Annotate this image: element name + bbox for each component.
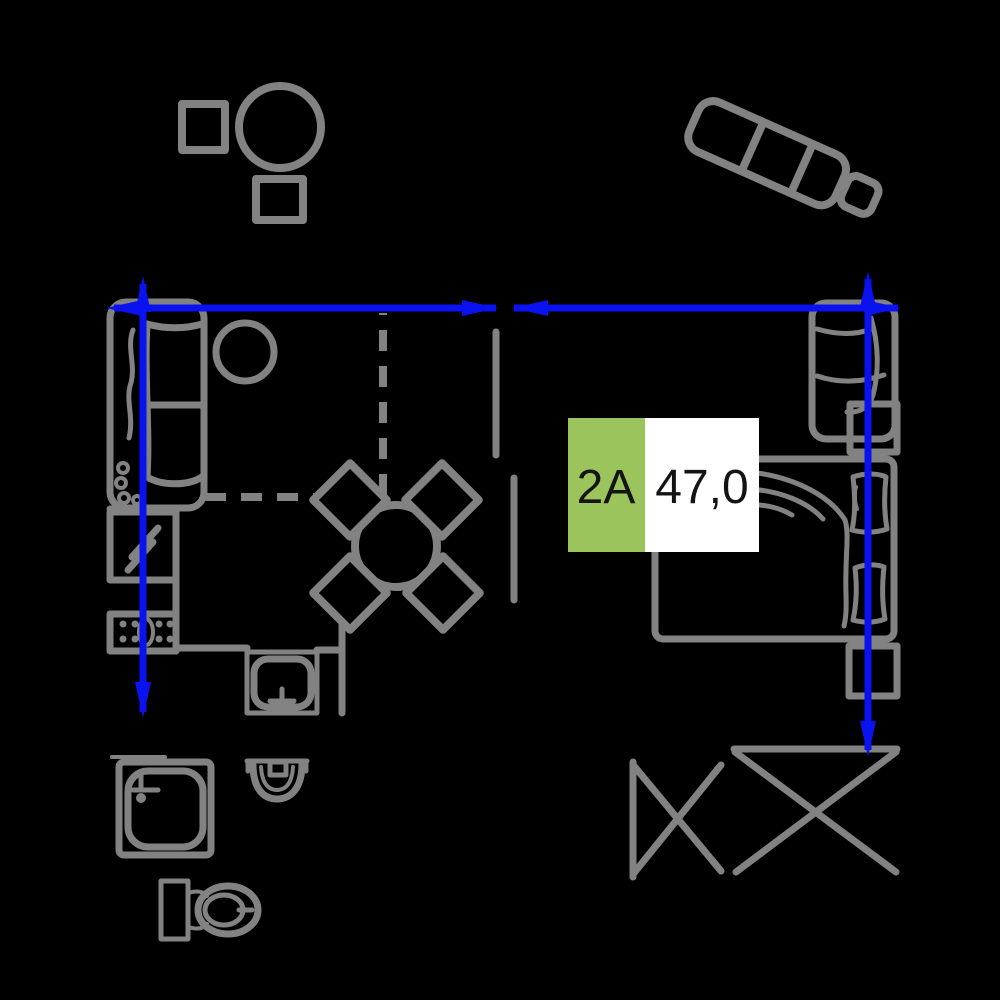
armchair-side-curve bbox=[844, 315, 880, 415]
nightstand-bottom bbox=[845, 642, 901, 700]
burner bbox=[119, 620, 127, 628]
burner bbox=[155, 620, 163, 628]
vent-shafts bbox=[629, 745, 901, 881]
arrowhead-right bbox=[462, 300, 498, 316]
burner bbox=[166, 620, 174, 628]
wall-segments bbox=[492, 328, 518, 604]
burner bbox=[166, 635, 174, 643]
unit-code-box bbox=[568, 418, 645, 552]
sofa-detail bbox=[117, 491, 131, 505]
unit-code-text: 2A bbox=[577, 461, 636, 514]
basin-faucet bbox=[267, 759, 289, 778]
sink-faucet-cross bbox=[267, 686, 297, 715]
sofa-detail bbox=[114, 476, 128, 490]
dashed-partition-line bbox=[205, 313, 387, 501]
burner bbox=[131, 620, 139, 628]
chaise-lounge bbox=[684, 97, 883, 218]
vent-shaft-symbol bbox=[730, 745, 901, 876]
sofa-detail bbox=[116, 461, 130, 475]
arrowhead-left bbox=[106, 300, 142, 316]
kitchen-sink bbox=[244, 649, 320, 716]
sofa-cushion-top bbox=[143, 320, 206, 332]
unit-label: 2A 47,0 bbox=[568, 418, 759, 552]
burner bbox=[131, 635, 139, 643]
washbasin bbox=[244, 758, 310, 803]
stool-table-set bbox=[178, 82, 325, 224]
shower-faucet bbox=[130, 772, 161, 793]
chaise-divider bbox=[787, 141, 816, 196]
pillow bbox=[850, 562, 888, 625]
toilet bbox=[158, 878, 262, 942]
basin-bowl bbox=[249, 760, 306, 803]
dining-chair bbox=[401, 459, 483, 541]
pillow-crease bbox=[852, 485, 859, 511]
armchair-back-line bbox=[814, 326, 874, 336]
sofa bbox=[106, 298, 208, 512]
chaise-footrest bbox=[836, 172, 883, 218]
stool-square bbox=[252, 175, 307, 224]
shower-frame bbox=[115, 758, 215, 859]
round-table-small bbox=[235, 82, 325, 172]
arrowhead-down bbox=[135, 682, 151, 718]
shower-drain bbox=[136, 793, 146, 803]
dining-set bbox=[309, 459, 484, 634]
vent-shaft-symbol bbox=[629, 758, 725, 881]
pillow bbox=[849, 471, 890, 535]
bathroom bbox=[110, 755, 310, 942]
unit-area-box bbox=[645, 418, 759, 552]
dimension-lines bbox=[106, 271, 901, 757]
sofa-cushion-bottom bbox=[143, 473, 206, 488]
basin-inner bbox=[259, 765, 295, 792]
blanket-fold bbox=[747, 469, 850, 629]
stool-square bbox=[178, 100, 229, 154]
arrowhead-left bbox=[512, 300, 548, 316]
dining-chair bbox=[309, 552, 391, 634]
nightstand-top bbox=[846, 400, 901, 456]
side-table bbox=[212, 319, 278, 385]
arrowhead-up bbox=[860, 271, 876, 307]
toilet-tank bbox=[158, 878, 191, 942]
burner bbox=[119, 635, 127, 643]
sofa-back-fold bbox=[126, 327, 136, 441]
dining-table bbox=[351, 501, 441, 591]
shower-tray bbox=[124, 767, 207, 851]
toilet-bowl bbox=[194, 882, 262, 938]
dining-chair bbox=[309, 459, 391, 541]
chaise-body bbox=[684, 97, 851, 210]
chaise-divider bbox=[738, 119, 767, 174]
dining-chair bbox=[402, 552, 484, 634]
burner bbox=[155, 635, 163, 643]
unit-area-text: 47,0 bbox=[655, 461, 748, 514]
shower bbox=[110, 755, 215, 859]
arrowhead-down bbox=[860, 721, 876, 757]
arrowhead-up bbox=[135, 276, 151, 312]
